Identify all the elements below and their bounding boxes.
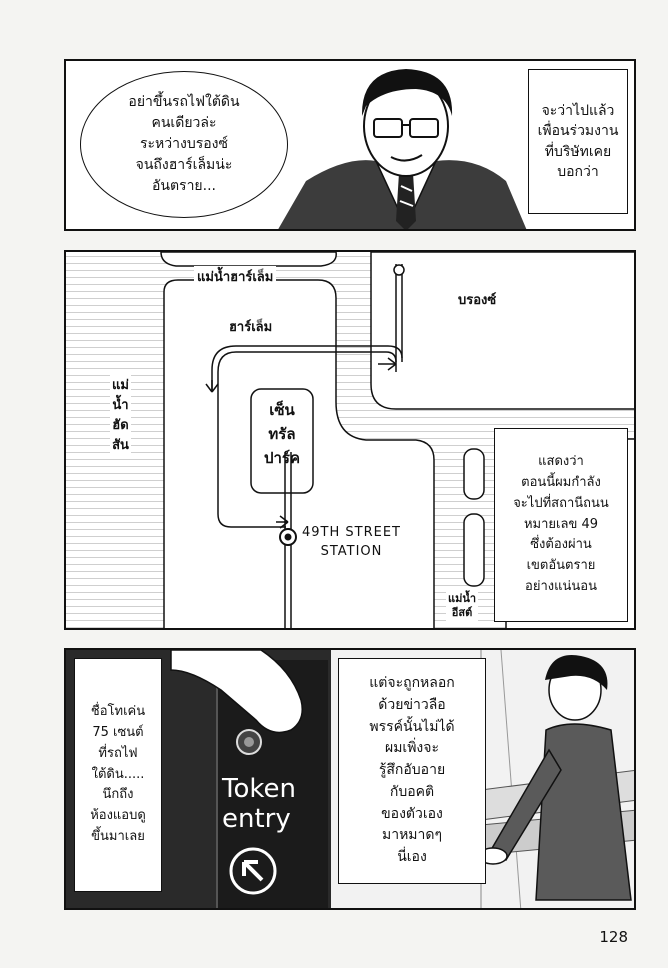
narration-box: จะว่าไปแล้ว เพื่อนร่วมงาน ที่บริษัทเคย บ… xyxy=(528,69,628,214)
speech-line: อย่าขึ้นรถไฟใต้ดิน xyxy=(128,94,240,110)
narration-line: ห้องแอบดู xyxy=(90,808,146,824)
narration-line: จะไปที่สถานีถนน xyxy=(513,495,609,511)
narration-line: พรรค์นั้นไม่ได้ xyxy=(369,718,455,735)
harlem-label: ฮาร์เล็ม xyxy=(229,320,273,335)
hudson-line: ฮัด xyxy=(112,418,129,434)
east-river-label: แม่น้ำ อีสต์ xyxy=(446,592,479,621)
speech-line: อันตราย... xyxy=(151,178,216,194)
station-label: 49TH STREET STATION xyxy=(302,524,401,562)
station-line: STATION xyxy=(320,543,383,559)
realization-narration-box: แต่จะถูกหลอก ด้วยข่าวลือ พรรค์นั้นไม่ได้… xyxy=(338,658,486,884)
narration-line: เขตอันตราย xyxy=(526,558,596,574)
token-narration-box: ชื่อโทเค่น 75 เซนต์ ที่รถไฟ ใต้ดิน..... … xyxy=(74,658,162,892)
hand-illustration xyxy=(170,650,303,755)
speech-bubble: อย่าขึ้นรถไฟใต้ดิน คนเดียวล่ะ ระหว่างบรอ… xyxy=(80,71,288,218)
narration-line: นึกถึง xyxy=(102,787,134,803)
harlem-river-label: แม่น้ำฮาร์เล็ม xyxy=(194,266,277,287)
token-word: Token xyxy=(222,774,296,804)
narration-line: นี่เอง xyxy=(397,848,427,865)
panel-top: อย่าขึ้นรถไฟใต้ดิน คนเดียวล่ะ ระหว่างบรอ… xyxy=(64,59,636,231)
map-narration-box: แสดงว่า ตอนนี้ผมกำลัง จะไปที่สถานีถนน หม… xyxy=(494,428,628,622)
narration-line: บอกว่า xyxy=(557,163,599,180)
narration-line: 75 เซนต์ xyxy=(92,725,144,740)
narration-line: ตอนนี้ผมกำลัง xyxy=(521,475,601,490)
panel-bottom: Token entry ชื่อโทเค่น 75 เซนต์ ที่รถไฟ … xyxy=(64,648,636,910)
narration-line: จะว่าไปแล้ว xyxy=(541,102,615,119)
bronx-label: บรองซ์ xyxy=(458,293,497,308)
station-line: 49TH STREET xyxy=(302,525,401,540)
narration-line: หมายเลข 49 xyxy=(523,516,599,532)
park-line: เซ็น xyxy=(269,401,295,419)
narration-line: ที่บริษัทเคย xyxy=(544,143,612,160)
entry-word: entry xyxy=(222,803,291,834)
arrow-entry-icon xyxy=(229,847,277,895)
page-number: 128 xyxy=(599,928,628,946)
narration-line: กับอคติ xyxy=(389,783,435,800)
narration-line: มาหมาดๆ xyxy=(381,827,443,844)
park-line: ทรัล xyxy=(268,425,296,443)
narration-line: เพื่อนร่วมงาน xyxy=(537,123,619,140)
narration-line: รู้สึกอับอาย xyxy=(378,762,446,779)
narration-line: ขึ้นมาเลย xyxy=(91,828,145,844)
park-line: ปาร์ค xyxy=(263,449,301,467)
narration-line: ที่รถไฟ xyxy=(98,745,138,761)
speech-line: ระหว่างบรองซ์ xyxy=(140,136,228,152)
central-park-label: เซ็น ทรัล ปาร์ค xyxy=(251,398,313,470)
narration-line: ซึ่งต้องผ่าน xyxy=(530,537,592,553)
narration-line: แสดงว่า xyxy=(538,454,584,470)
businessman-illustration xyxy=(278,69,527,229)
speech-line: คนเดียวล่ะ xyxy=(151,115,217,131)
narration-line: ของตัวเอง xyxy=(381,805,443,822)
east-river-line: แม่น้ำ xyxy=(448,592,477,605)
token-sign: Token entry xyxy=(216,774,332,835)
narration-line: แต่จะถูกหลอก xyxy=(369,675,455,692)
hudson-line: สัน xyxy=(112,438,129,454)
narration-line: ชื่อโทเค่น xyxy=(90,704,146,720)
hudson-line: แม่ xyxy=(112,378,129,393)
hudson-river-label: แม่ น้ำ ฮัด สัน xyxy=(110,374,131,459)
speech-line: จนถึงฮาร์เล็มน่ะ xyxy=(135,157,233,173)
hudson-line: น้ำ xyxy=(112,398,129,414)
narration-line: ผมเพิ่งจะ xyxy=(384,740,439,757)
panel-map: แม่น้ำฮาร์เล็ม บรองซ์ ฮาร์เล็ม แม่ น้ำ ฮ… xyxy=(64,250,636,630)
narration-line: ใต้ดิน..... xyxy=(91,766,145,782)
east-river-line: อีสต์ xyxy=(451,606,473,620)
narration-line: ด้วยข่าวลือ xyxy=(378,697,446,714)
narration-line: อย่างแน่นอน xyxy=(525,578,597,594)
